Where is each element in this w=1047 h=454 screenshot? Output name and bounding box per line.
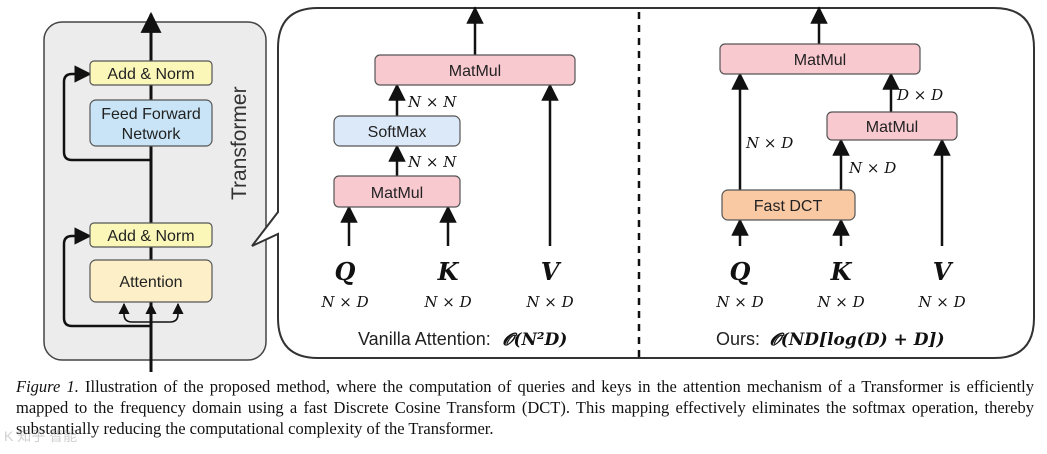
- vanilla-k-dim: N × D: [423, 293, 471, 311]
- ours-matmul-top-label: MatMul: [794, 52, 846, 69]
- vanilla-k-symbol: K: [437, 257, 460, 286]
- vanilla-v-dim: N × D: [525, 293, 573, 311]
- vanilla-edge-bottom: N × N: [407, 153, 457, 171]
- vanilla-matmul-top-box: [374, 54, 576, 86]
- attn-input-right: [151, 302, 184, 323]
- ours-v-dim: N × D: [917, 293, 965, 311]
- attention-box: [89, 259, 213, 303]
- ours-fast-dct-label: Fast DCT: [754, 198, 823, 215]
- feed-forward-label-2: Network: [122, 126, 182, 143]
- attention-label: Attention: [119, 274, 182, 291]
- vanilla-caption: Vanilla Attention: 𝓞(N²D): [358, 329, 567, 350]
- vanilla-v-symbol: V: [541, 257, 562, 286]
- vanilla-matmul-bottom-box: [333, 175, 461, 208]
- feed-forward-box: [89, 99, 213, 147]
- ours-caption: Ours: 𝓞(ND[log(D) + D]): [716, 329, 945, 350]
- ours-matmul-mid-label: MatMul: [866, 119, 918, 136]
- vanilla-attention-panel: MatMul N × N SoftMax N × N MatMul Q K V …: [320, 6, 576, 350]
- watermark: K 知乎 智能: [4, 428, 78, 444]
- ours-matmul-mid-box: [826, 111, 958, 141]
- residual-bottom: [62, 227, 151, 328]
- add-norm-bottom-label: Add & Norm: [107, 228, 194, 245]
- ours-edge-left: N × D: [745, 134, 793, 152]
- figure-caption: Figure 1. Illustration of the proposed m…: [16, 376, 1034, 439]
- vanilla-q-dim: N × D: [320, 293, 368, 311]
- ours-matmul-top-box: [719, 43, 921, 75]
- ours-panel: MatMul D × D N × D MatMul N × D Fast DCT…: [715, 6, 966, 350]
- vanilla-matmul-bottom-label: MatMul: [371, 185, 423, 202]
- vanilla-matmul-top-label: MatMul: [449, 63, 501, 80]
- residual-top: [62, 65, 151, 162]
- method-diagram: Add & Norm Feed Forward Network Add & No…: [43, 6, 1035, 372]
- vanilla-edge-top: N × N: [407, 93, 457, 111]
- add-norm-bottom-box: [89, 222, 213, 248]
- figure-label: Figure 1.: [16, 377, 79, 396]
- ours-q-dim: N × D: [715, 293, 763, 311]
- add-norm-top-label: Add & Norm: [107, 66, 194, 83]
- vanilla-softmax-label: SoftMax: [368, 124, 427, 141]
- add-norm-top-box: [89, 60, 213, 86]
- transformer-side-label: Transformer: [228, 86, 251, 200]
- ours-k-symbol: K: [830, 257, 853, 286]
- attn-input-left: [118, 302, 151, 323]
- vanilla-softmax-box: [333, 115, 461, 147]
- ours-fast-dct-box: [721, 189, 856, 221]
- ours-edge-right-bottom: N × D: [848, 159, 896, 177]
- transformer-block: Add & Norm Feed Forward Network Add & No…: [43, 11, 267, 372]
- ours-edge-right-top: D × D: [896, 86, 943, 104]
- ours-v-symbol: V: [933, 257, 954, 286]
- ours-q-symbol: Q: [730, 257, 751, 286]
- zoom-callout: [251, 7, 1035, 359]
- ours-k-dim: N × D: [816, 293, 864, 311]
- figure-caption-text: Illustration of the proposed method, whe…: [16, 377, 1034, 438]
- feed-forward-label-1: Feed Forward: [101, 106, 201, 123]
- vanilla-q-symbol: Q: [335, 257, 356, 286]
